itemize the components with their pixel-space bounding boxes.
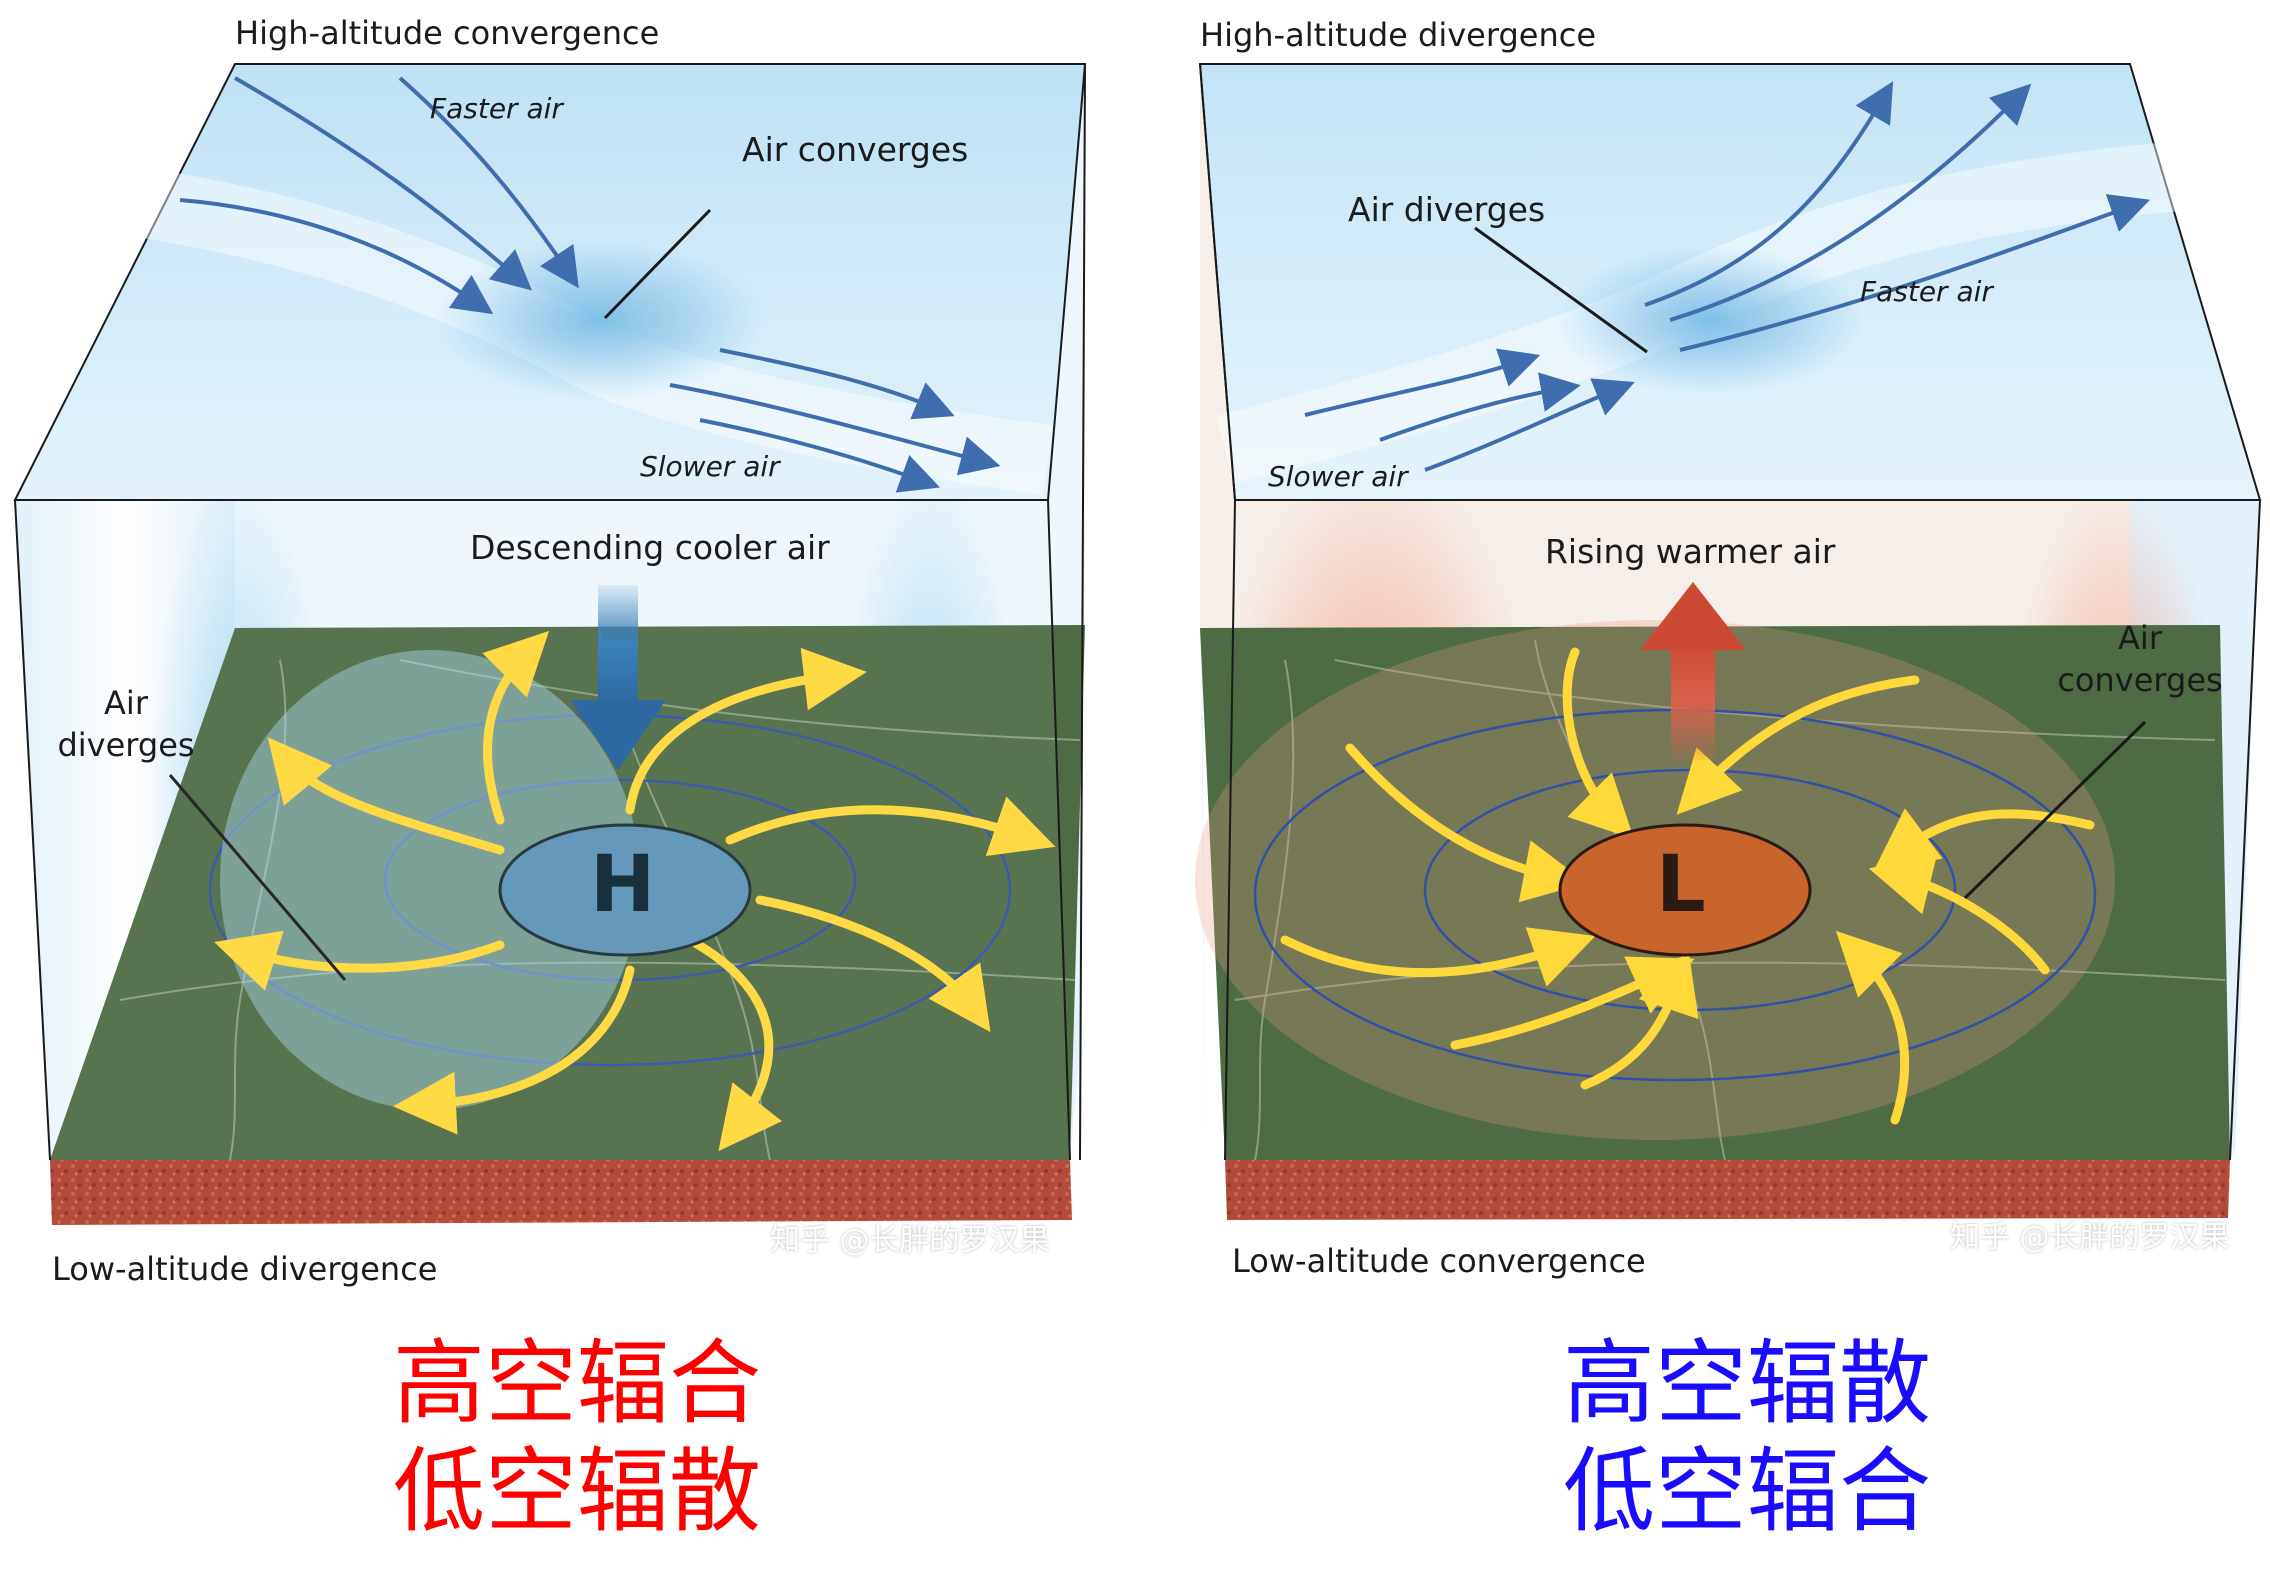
bottom-label: Low-altitude convergence [1232,1242,1646,1280]
soil-layer [1225,1160,2230,1220]
air-diverges-pointer [168,774,347,981]
low-pressure-center [1558,823,1812,957]
low-pressure-letter: L [1656,840,1706,930]
air-converges-label: Air converges [742,130,969,169]
high-pressure-diagram [13,63,1087,1225]
high-pressure-center [498,823,752,957]
side-label-line1: Air [104,684,148,722]
air-diverges-pointer [1474,226,1648,354]
watermark: 知乎 @长胖的罗汉果 [1950,1220,2230,1255]
high-pressure-letter: H [590,840,656,930]
air-converges-side-label: Air converges [2050,617,2230,701]
caption-left: 高空辐合 低空辐散 [393,1330,761,1546]
caption-left-line1: 高空辐合 [393,1330,762,1437]
faster-air-label: Faster air [1860,275,1993,308]
air-converges-pointer [603,208,712,320]
side-label-line2: converges [2057,661,2223,699]
rising-air-label: Rising warmer air [1545,532,1836,571]
watermark: 知乎 @长胖的罗汉果 [770,1223,1050,1258]
high-pressure-panel: High-altitude convergence Faster air Air… [0,0,1135,1290]
caption-right-line1: 高空辐散 [1563,1330,1932,1437]
low-pressure-panel: High-altitude divergence Air diverges Fa… [1135,0,2270,1290]
slower-air-label: Slower air [640,450,780,483]
soil-layer [50,1160,1072,1225]
descending-air-label: Descending cooler air [470,528,830,567]
air-diverges-label: Air diverges [1348,190,1546,229]
air-converges-pointer [1963,720,2147,900]
caption-right-line2: 低空辐合 [1563,1438,1932,1545]
low-pressure-diagram [1195,63,2263,1220]
side-label-line2: diverges [57,726,195,764]
caption-left-line2: 低空辐散 [393,1438,762,1545]
air-diverges-side-label: Air diverges [56,682,196,766]
bottom-label: Low-altitude divergence [52,1250,438,1288]
top-label: High-altitude convergence [235,14,660,52]
descending-arrow-shaft [598,585,638,705]
caption-right: 高空辐散 低空辐合 [1563,1330,1931,1546]
surface-convergence-arrows [1280,647,2095,1125]
rising-arrow-shaft [1671,640,1715,760]
faster-air-label: Faster air [430,92,563,125]
convergence-zone [435,240,765,400]
descending-arrow-head [570,700,666,770]
upper-air-arrows [179,76,1001,493]
rising-arrow-head [1640,582,1746,650]
upper-air-arrows [1304,81,2151,472]
surface-divergence-arrows [214,630,1056,1152]
top-label: High-altitude divergence [1200,16,1597,54]
divergence-zone [1555,245,1865,395]
side-label-line1: Air [2118,619,2162,657]
slower-air-label: Slower air [1268,460,1408,493]
